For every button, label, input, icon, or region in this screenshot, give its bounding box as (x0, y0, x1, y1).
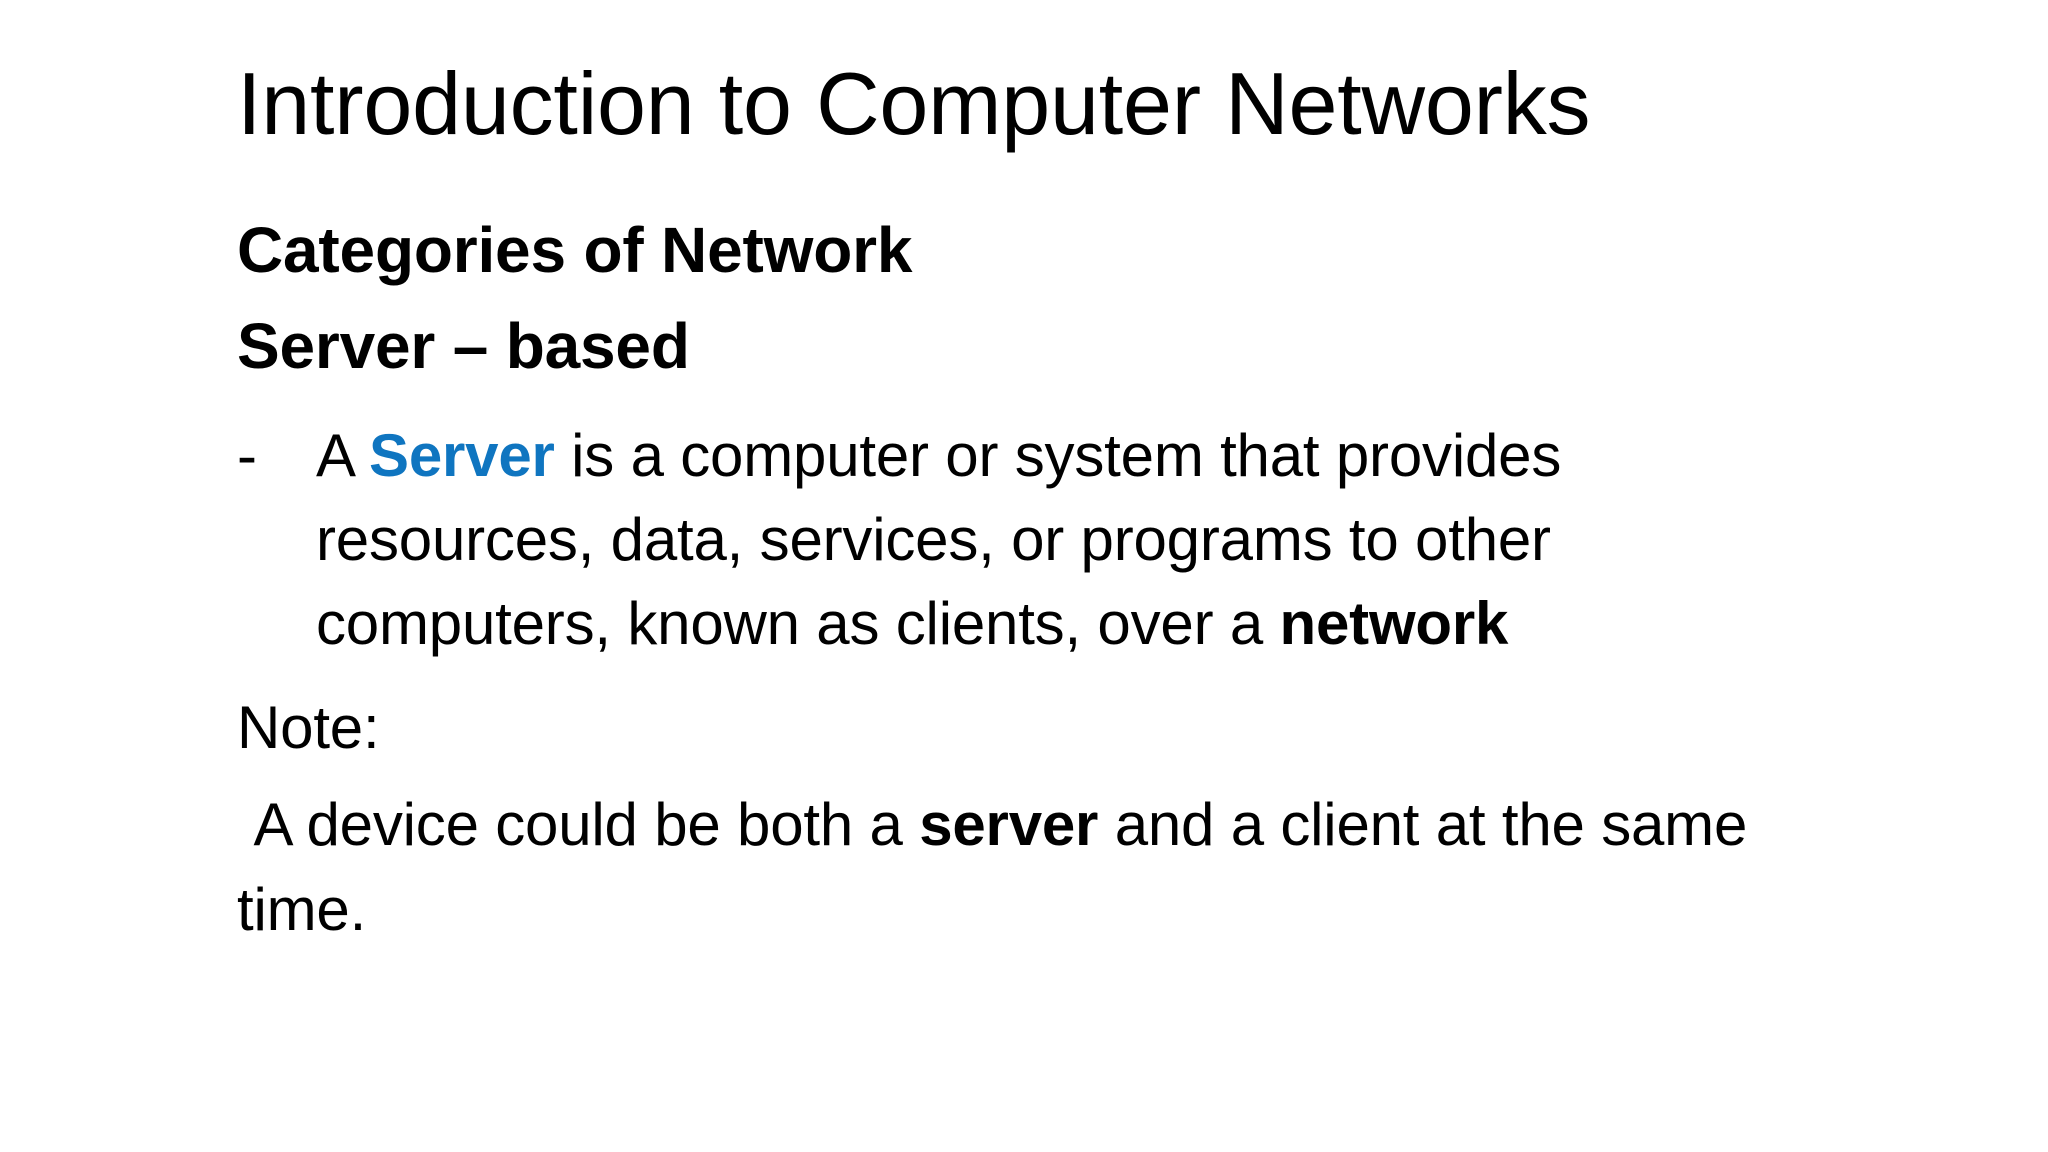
slide-title: Introduction to Computer Networks (237, 54, 1591, 153)
bullet-item: - A Server is a computer or system that … (237, 414, 1997, 666)
bullet-marker: - (237, 422, 257, 489)
bullet-text: A Server is a computer or system that pr… (316, 422, 1562, 657)
heading-server-based: Server – based (237, 310, 690, 382)
note-paragraph: A device could be both a server and a cl… (237, 791, 1748, 943)
heading-categories-of-network: Categories of Network (237, 214, 913, 286)
note-label: Note: (237, 694, 380, 761)
